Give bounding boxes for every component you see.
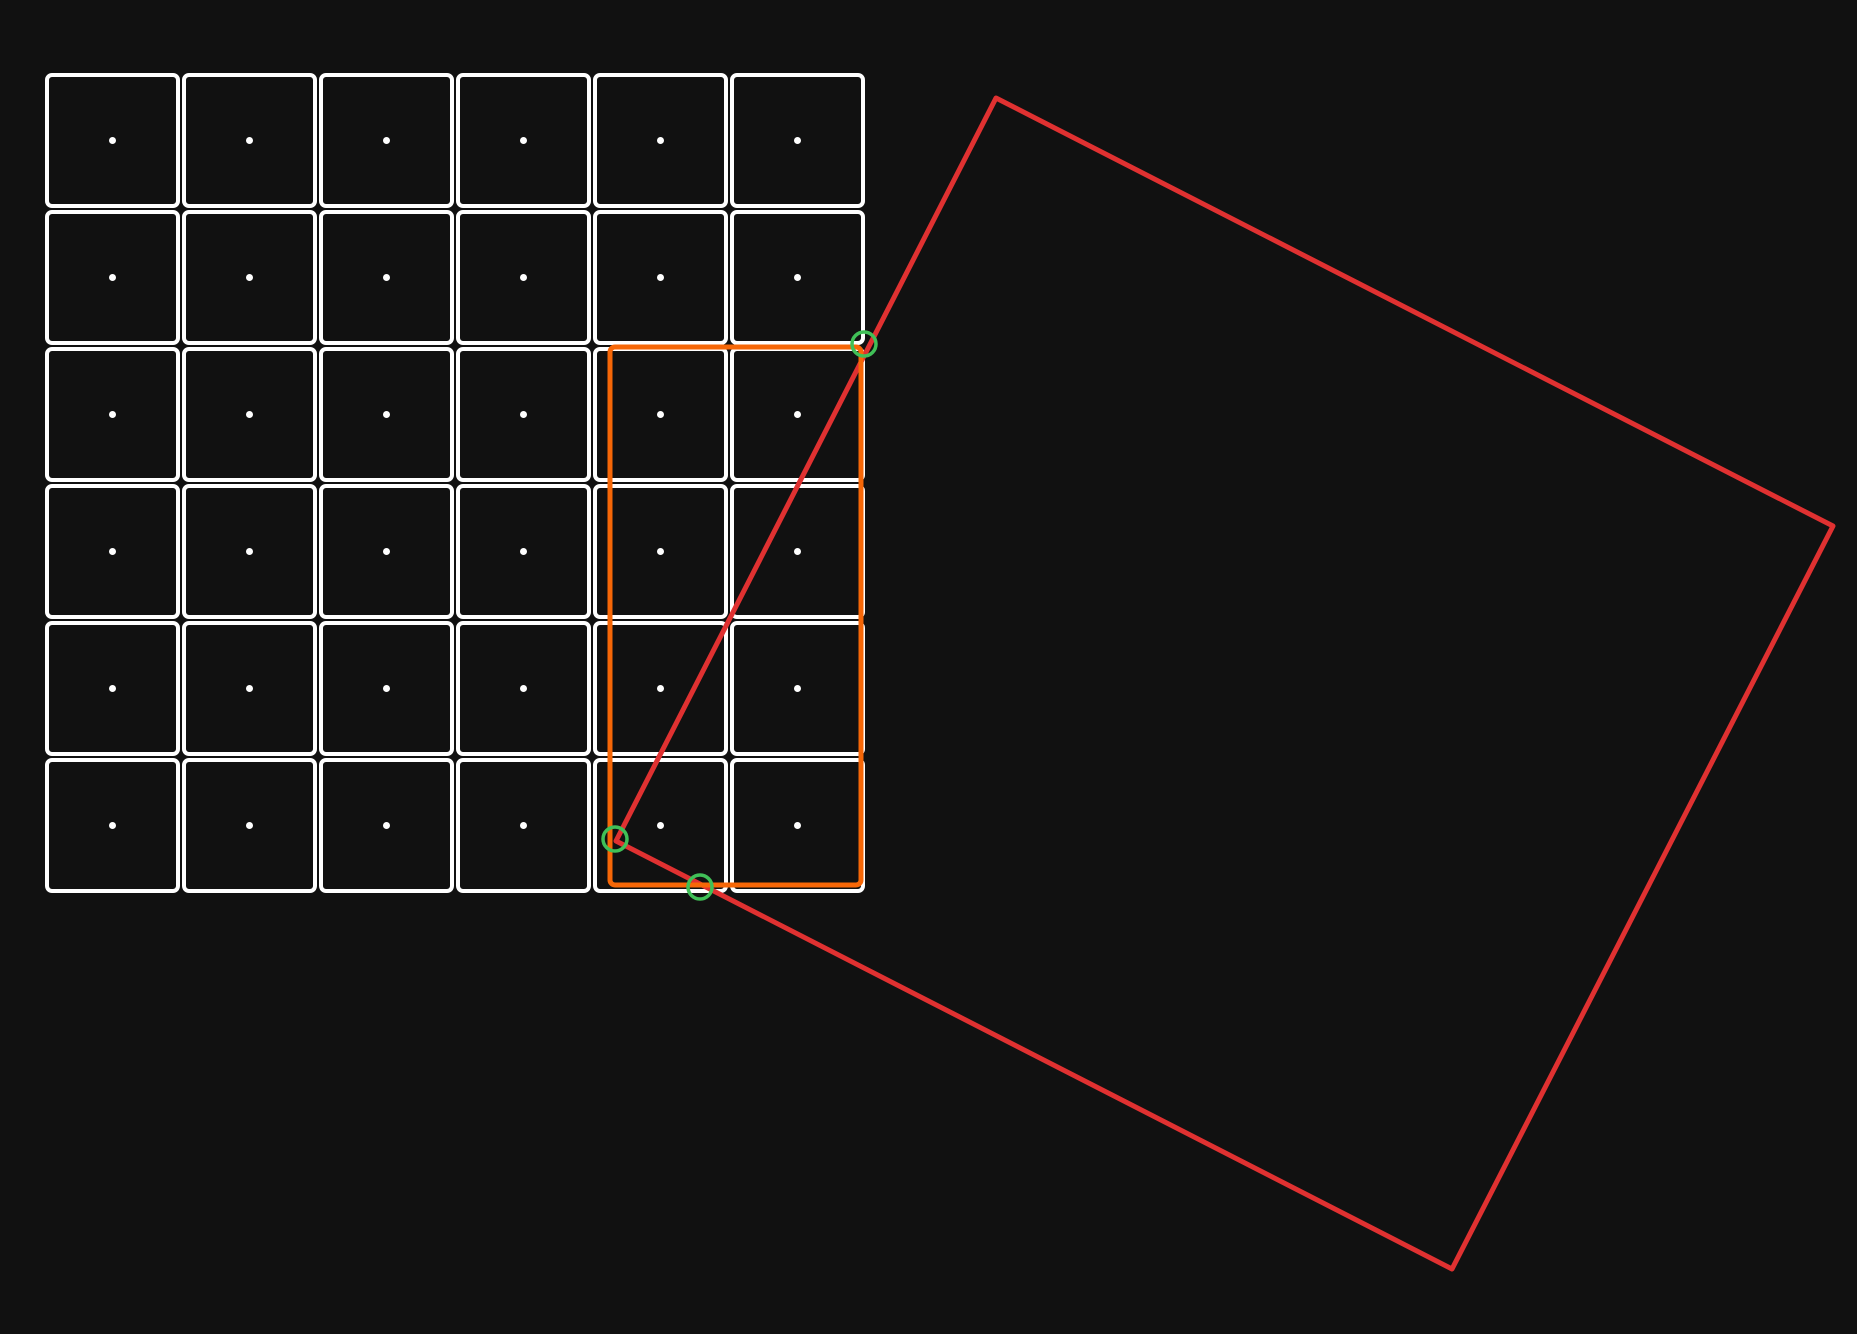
cell-center-dot [794,822,801,829]
grid-cell [593,210,728,345]
cell-center-dot [109,822,116,829]
cell-center-dot [657,137,664,144]
cell-center-dot [246,137,253,144]
cell-center-dot [657,685,664,692]
grid-cell [182,210,317,345]
intersection-marker [850,330,878,358]
grid-cell [45,73,180,208]
cell-center-dot [246,548,253,555]
cell-center-dot [794,548,801,555]
cell-center-dot [246,822,253,829]
cell-center-dot [246,685,253,692]
grid-cell [182,484,317,619]
cell-center-dot [520,685,527,692]
cell-center-dot [246,411,253,418]
cell-center-dot [794,137,801,144]
cell-center-dot [657,548,664,555]
grid-cell [45,621,180,756]
cell-center-dot [520,822,527,829]
grid-cell [45,347,180,482]
grid-cell [456,347,591,482]
cell-center-dot [520,137,527,144]
grid-cell [593,484,728,619]
grid-cell [45,484,180,619]
grid-cell [456,73,591,208]
grid-cell [319,73,454,208]
grid-cell [45,758,180,893]
cell-center-dot [383,685,390,692]
cell-center-dot [246,274,253,281]
cell-center-dot [794,274,801,281]
grid-cell [45,210,180,345]
cell-center-dot [520,548,527,555]
cell-center-dot [383,822,390,829]
cell-center-dot [520,274,527,281]
intersection-marker [686,873,714,901]
cell-center-dot [109,548,116,555]
cell-center-dot [657,274,664,281]
cell-center-dot [383,548,390,555]
grid-cell [319,484,454,619]
grid-cell [730,73,865,208]
grid-cell [456,621,591,756]
cell-center-dot [657,822,664,829]
grid-cell [182,621,317,756]
grid-cell [593,758,728,893]
cell-center-dot [794,685,801,692]
cell-center-dot [383,274,390,281]
cell-center-dot [109,411,116,418]
cell-center-dot [383,411,390,418]
grid-cell [319,210,454,345]
rotated-square [613,95,1836,1272]
cell-center-dot [383,137,390,144]
grid-cell [182,758,317,893]
grid-cell [456,210,591,345]
grid-cell [182,347,317,482]
cell-center-dot [794,411,801,418]
grid-cell [593,73,728,208]
grid-cell [319,621,454,756]
grid-cell [319,758,454,893]
cell-center-dot [109,274,116,281]
intersection-marker [601,825,629,853]
grid-cell [182,73,317,208]
grid-cell [730,210,865,345]
grid-cell [319,347,454,482]
highlight-rectangle [607,344,864,888]
grid-cell [456,484,591,619]
cell-center-dot [520,411,527,418]
intersection-markers [601,330,878,901]
cell-center-dot [109,685,116,692]
cell-center-dot [657,411,664,418]
cell-center-dot [109,137,116,144]
grid-cell [456,758,591,893]
